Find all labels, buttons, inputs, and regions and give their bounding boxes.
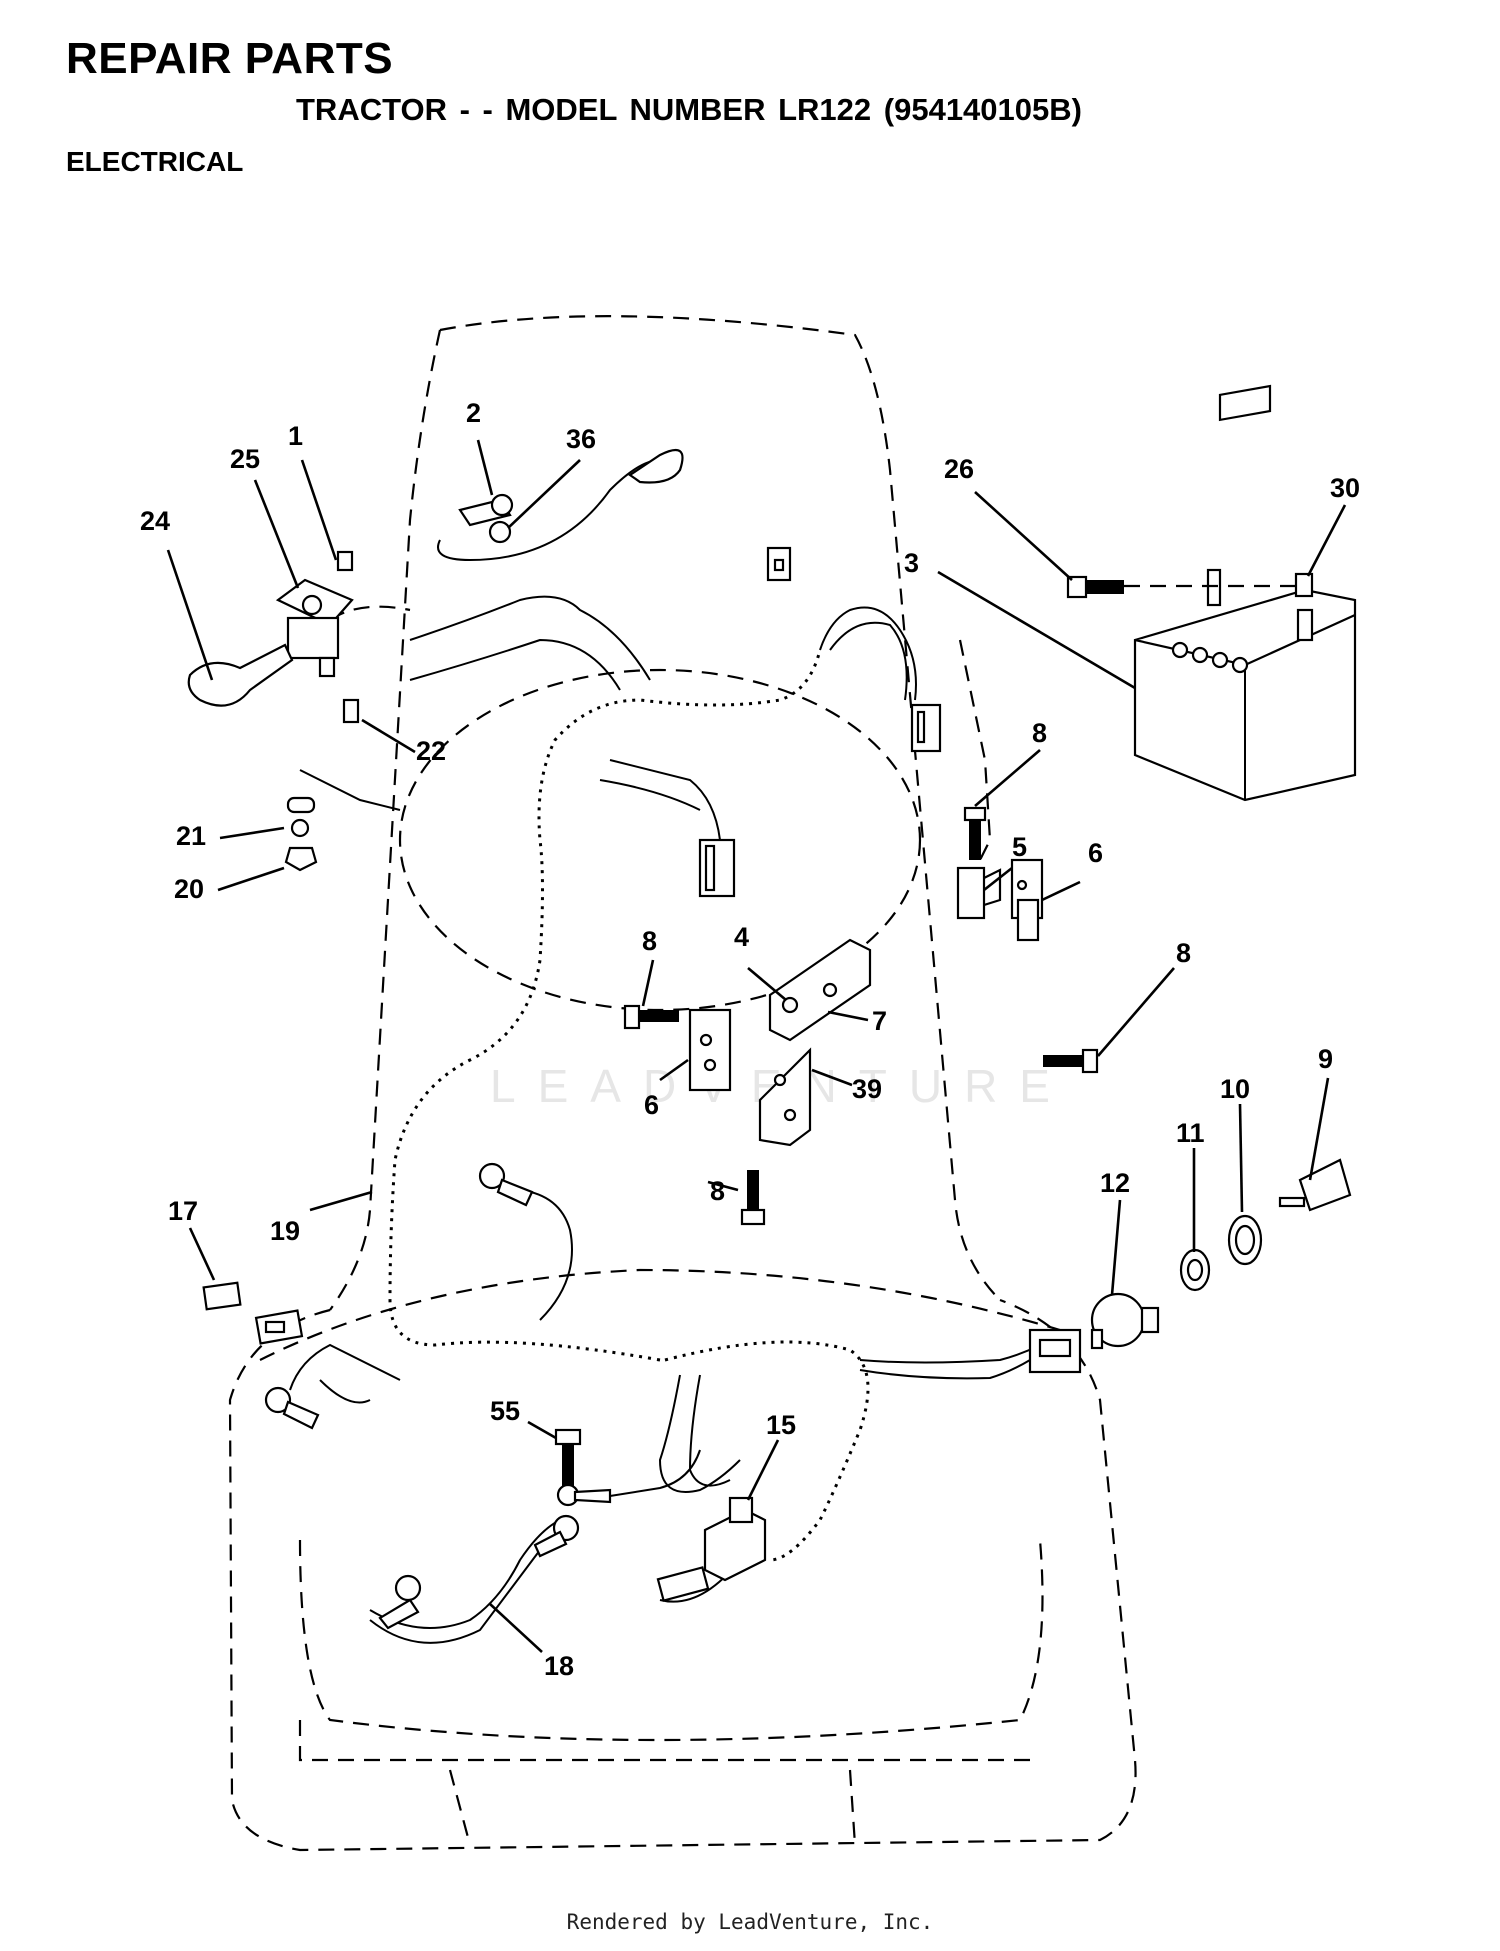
callout-21: 21 [176,821,206,851]
callout-labels: 1 2 36 25 24 26 30 3 22 8 21 20 5 6 4 8 … [140,398,1360,1681]
wire-harness [289,595,1041,1603]
section-title: ELECTRICAL [66,146,244,177]
callout-25: 25 [230,444,260,474]
model-subtitle: TRACTOR - - MODEL NUMBER LR122 (95414010… [296,92,1082,127]
callout-19: 19 [270,1216,300,1246]
callout-36: 36 [566,424,596,454]
bolt-screws [554,806,1099,1488]
callout-12: 12 [1100,1168,1130,1198]
terminal-boot [187,643,294,707]
callout-20: 20 [174,874,204,904]
leader-lines [166,439,1347,1653]
callout-2: 2 [466,398,481,428]
interlock-switch-right [956,858,1044,942]
callout-3: 3 [904,548,919,578]
callout-8-right: 8 [1176,938,1191,968]
callout-8-mid: 8 [642,926,657,956]
callout-5: 5 [1012,832,1027,862]
callout-7: 7 [872,1006,887,1036]
callout-9: 9 [1318,1044,1333,1074]
callout-26: 26 [944,454,974,484]
harness-connectors [698,546,1082,1374]
callout-6-right: 6 [1088,838,1103,868]
callout-17: 17 [168,1196,198,1226]
callout-18: 18 [544,1651,574,1681]
tractor-outline [228,315,1137,1852]
callout-39: 39 [852,1074,882,1104]
solenoid [275,550,360,724]
battery [1133,384,1357,802]
ignition-switch [1090,1158,1352,1350]
fuse [202,1281,304,1345]
battery-bolt [1066,572,1314,599]
interlock-switch-center [688,938,872,1147]
callout-6-center: 6 [644,1090,659,1120]
battery-cable [437,448,684,562]
callout-1: 1 [288,421,303,451]
solenoid-hardware [284,769,401,872]
callout-8-top: 8 [1032,718,1047,748]
callout-30: 30 [1330,473,1360,503]
callout-55: 55 [490,1396,520,1426]
seat-switch [656,1496,767,1602]
ground-cable [264,1162,701,1644]
callout-10: 10 [1220,1074,1250,1104]
footer-credit: Rendered by LeadVenture, Inc. [566,1910,934,1934]
callout-15: 15 [766,1410,796,1440]
callout-4: 4 [734,922,749,952]
callout-8-bottom: 8 [710,1176,725,1206]
callout-24: 24 [140,506,170,536]
callout-11: 11 [1176,1118,1205,1148]
callout-22: 22 [416,736,446,766]
page-title: REPAIR PARTS [66,34,394,83]
